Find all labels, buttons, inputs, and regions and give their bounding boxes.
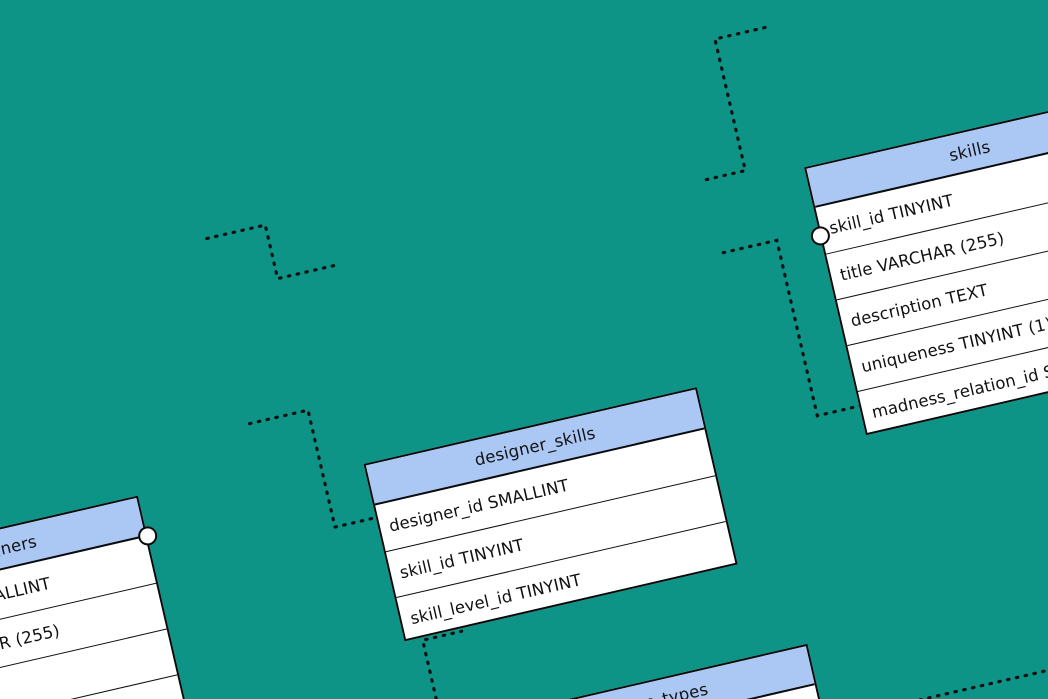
table-madness-types[interactable]: madness_types madness_type_id SMALLINT t…	[471, 643, 870, 699]
table-designers[interactable]: designers designer_id SMALLINT name VARC…	[0, 495, 200, 699]
connector-designers-designer-skills	[205, 223, 340, 281]
table-madness-types-title: madness_types	[473, 646, 815, 699]
table-designer-skills[interactable]: designer_skills designer_id SMALLINT ski…	[363, 387, 738, 643]
table-skills[interactable]: skills skill_id TINYINT title VARCHAR (2…	[804, 93, 1048, 437]
connector-designer-skills-skills	[704, 24, 772, 182]
